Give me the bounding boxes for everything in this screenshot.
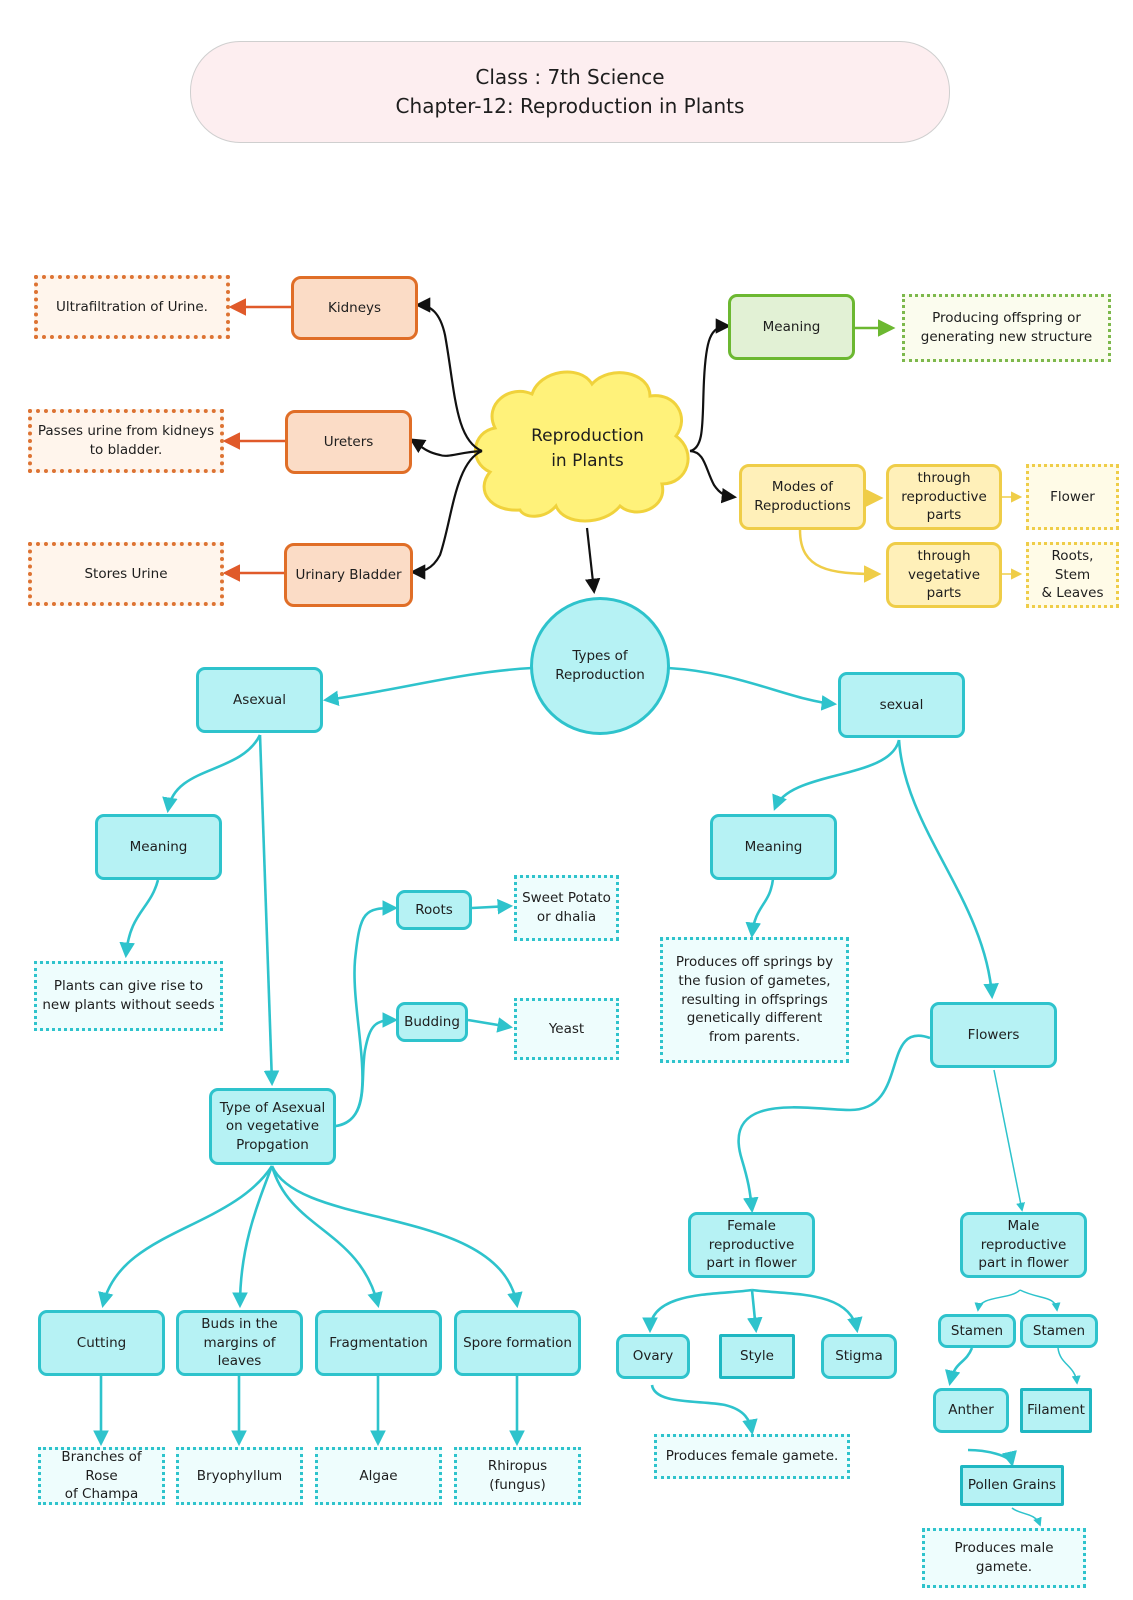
link-cloud-types [584, 527, 601, 595]
link-modes-vegetative [798, 529, 882, 583]
link-male-stamen-b [1019, 1289, 1061, 1312]
male-part-node: Male reproductive part in flower [960, 1212, 1087, 1278]
stamen-b-node: Stamen [1020, 1314, 1098, 1348]
bladder-note: Stores Urine [28, 542, 224, 606]
roots-note: Sweet Potato or dhalia [514, 875, 619, 941]
asexual-meaning-node: Meaning [95, 814, 222, 880]
spore-formation-note: Rhiropus (fungus) [454, 1447, 581, 1505]
link-roots-note [471, 898, 514, 915]
fragmentation-note: Algae [315, 1447, 442, 1505]
link-female-stigma [751, 1288, 863, 1334]
link-type-spore [270, 1165, 523, 1309]
ovary-node: Ovary [616, 1334, 690, 1379]
style-node: Style [719, 1334, 795, 1379]
filament-node: Filament [1020, 1388, 1092, 1433]
buds-note: Bryophyllum [176, 1447, 303, 1505]
types-of-reproduction-node: Types of Reproduction [530, 597, 670, 735]
spore-formation-node: Spore formation [454, 1310, 581, 1376]
pollen-grains-node: Pollen Grains [960, 1465, 1064, 1506]
flowers-node: Flowers [930, 1002, 1057, 1068]
link-asexual-type [258, 734, 280, 1087]
link-stamen-filament [1057, 1347, 1081, 1385]
cloud-shape [473, 370, 690, 523]
link-cloud-ureters [409, 438, 483, 457]
buds-node: Buds in the margins of leaves [176, 1310, 303, 1376]
link-budding-note [467, 1017, 514, 1033]
link-type-budding [335, 1012, 399, 1128]
title-banner: Class : 7th Science Chapter-12: Reproduc… [190, 41, 950, 143]
link-sexual-flowers [897, 739, 999, 1000]
sexual-meaning-node: Meaning [710, 814, 837, 880]
link-type-roots [335, 900, 399, 1128]
budding-note: Yeast [514, 998, 619, 1060]
modes-node: Modes of Reproductions [739, 464, 866, 530]
link-male-stamen-a [974, 1289, 1021, 1312]
link-flowers-male [993, 1069, 1026, 1212]
link-female-style [746, 1289, 763, 1334]
stamen-a-node: Stamen [938, 1314, 1016, 1348]
cutting-note: Branches of Rose of Champa [38, 1447, 165, 1505]
budding-node: Budding [396, 1002, 468, 1042]
bladder-node: Urinary Bladder [284, 543, 413, 607]
ovary-note: Produces female gamete. [654, 1434, 850, 1479]
female-part-node: Female reproductive part in flower [688, 1212, 815, 1278]
roots-stem-leaves-note: Roots, Stem & Leaves [1026, 542, 1119, 608]
link-cloud-meaning [689, 318, 732, 453]
ureters-node: Ureters [285, 410, 412, 474]
link-anther-pollen [967, 1448, 1017, 1468]
sexual-meaning-note: Produces off springs by the fusion of ga… [660, 937, 849, 1063]
meaning-note: Producing offspring or generating new st… [902, 294, 1111, 362]
sexual-node: sexual [838, 672, 965, 738]
link-female-ovary [642, 1288, 753, 1334]
ureters-note: Passes urine from kidneys to bladder. [28, 409, 224, 473]
cutting-node: Cutting [38, 1310, 165, 1376]
link-asexual-meaning [162, 734, 262, 814]
link-type-cutting [98, 1165, 274, 1309]
link-cloud-modes [689, 449, 738, 504]
type-of-asexual-node: Type of Asexual on vegetative Propgation [209, 1088, 336, 1165]
link-types-asexual [322, 666, 533, 707]
vegetative-parts-node: through vegetative parts [886, 542, 1002, 608]
link-flowers-female [737, 1034, 931, 1214]
kidneys-note: Ultrafiltration of Urine. [34, 275, 230, 339]
pollen-grains-note: Produces male gamete. [922, 1528, 1086, 1588]
asexual-node: Asexual [196, 667, 323, 733]
link-sexual-meaning [772, 739, 901, 811]
title-line-2: Chapter-12: Reproduction in Plants [395, 94, 745, 118]
link-ameaning-note [119, 879, 160, 959]
meaning-node: Meaning [728, 294, 855, 360]
link-cloud-kidneys [414, 297, 483, 453]
anther-node: Anther [933, 1388, 1009, 1433]
link-type-fragmentation [270, 1165, 383, 1309]
kidneys-node: Kidneys [291, 276, 418, 340]
link-ovary-note [650, 1384, 758, 1436]
link-type-buds [232, 1165, 274, 1309]
link-pollen-note [1011, 1507, 1042, 1527]
central-topic: Reproduction in Plants [531, 425, 644, 471]
asexual-meaning-note: Plants can give rise to new plants witho… [34, 961, 223, 1031]
link-smeaning-note [745, 878, 775, 939]
stigma-node: Stigma [821, 1334, 897, 1379]
roots-node: Roots [396, 890, 472, 930]
link-stamen-anther [945, 1347, 974, 1387]
reproductive-parts-node: through reproductive parts [886, 464, 1002, 530]
link-cloud-bladder [409, 449, 483, 580]
link-types-sexual [667, 666, 838, 711]
fragmentation-node: Fragmentation [315, 1310, 442, 1376]
flower-note: Flower [1026, 464, 1119, 530]
title-line-1: Class : 7th Science [475, 65, 665, 89]
